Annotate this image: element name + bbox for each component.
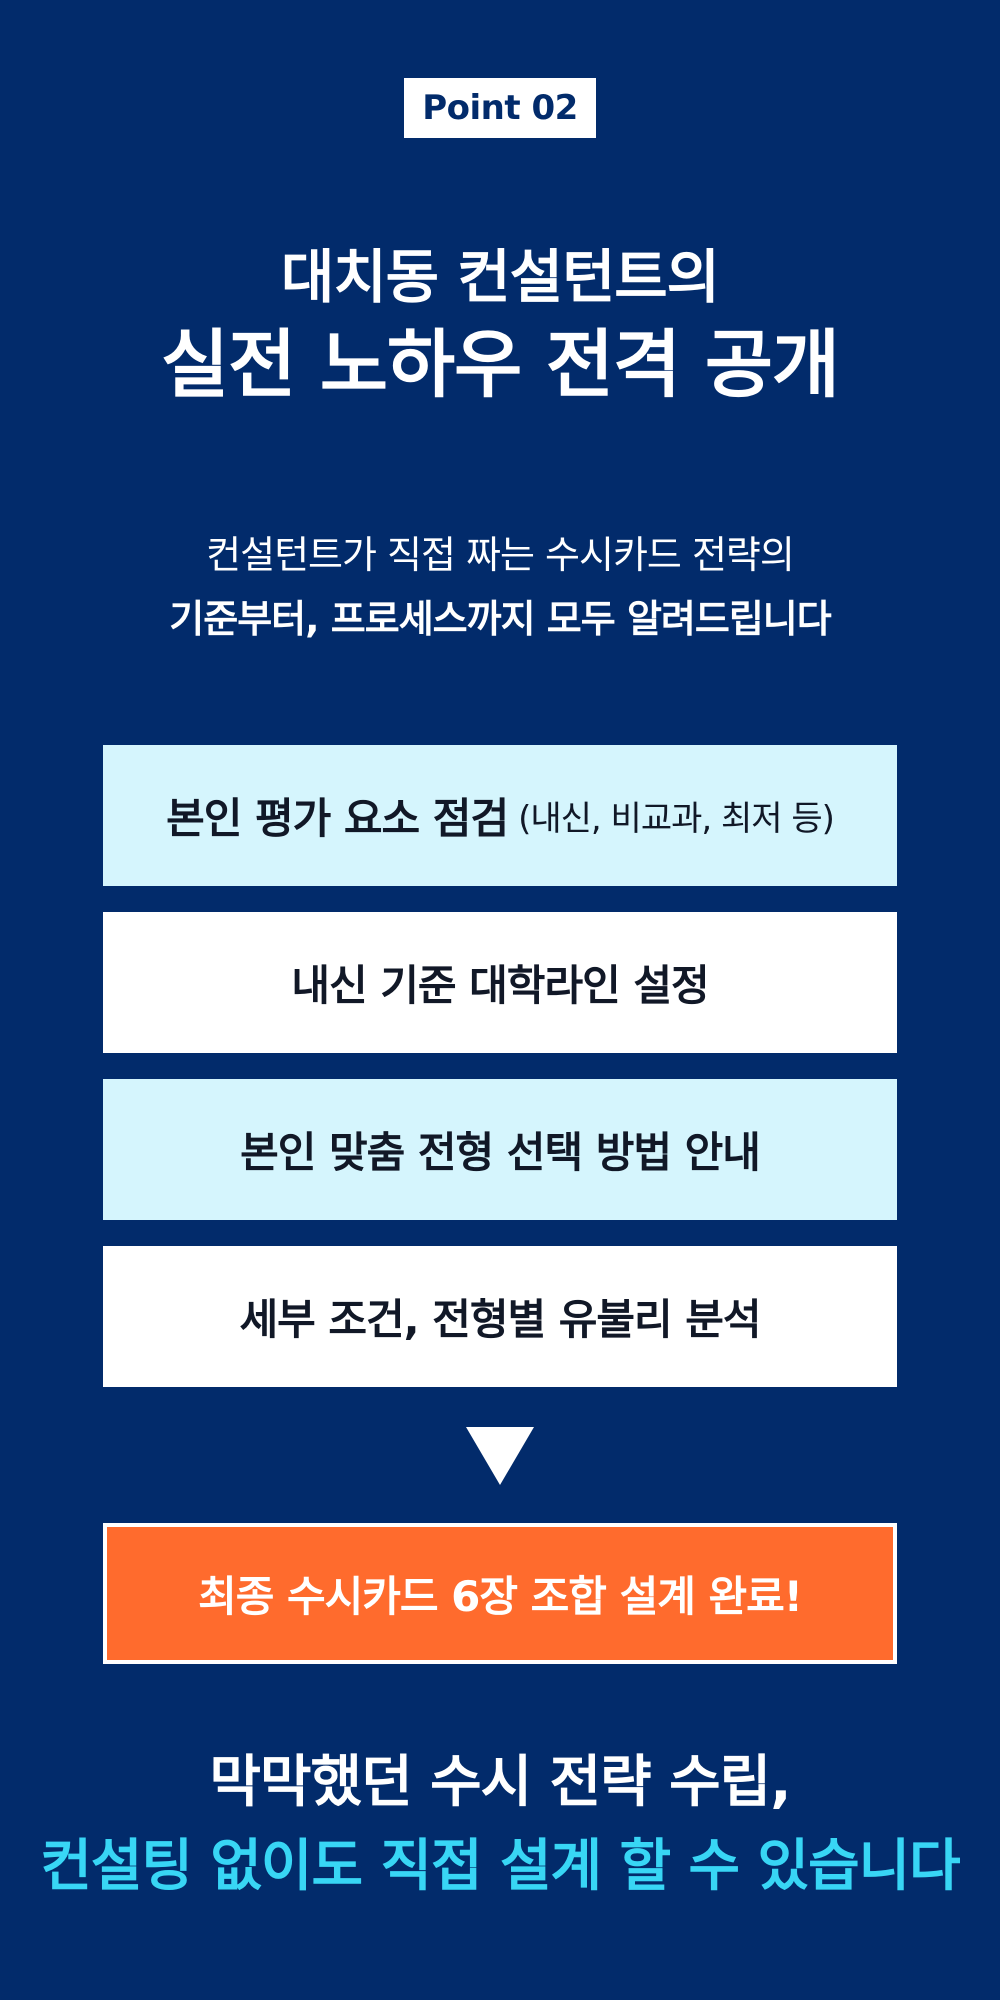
step-1-label: 본인 평가 요소 점검	[166, 794, 509, 843]
point-badge: Point 02	[404, 78, 596, 138]
step-1-box: 본인 평가 요소 점검 (내신, 비교과, 최저 등)	[103, 745, 897, 886]
closing-line-1: 막막했던 수시 전략 수립,	[209, 1750, 792, 1815]
step-4-box: 세부 조건, 전형별 유불리 분석	[103, 1246, 897, 1387]
subtitle-line-1: 컨설턴트가 직접 짜는 수시카드 전략의	[206, 533, 795, 577]
step-2-label: 내신 기준 대학라인 설정	[291, 961, 709, 1010]
step-3-label: 본인 맞춤 전형 선택 방법 안내	[240, 1128, 761, 1177]
final-step-box: 최종 수시카드 6장 조합 설계 완료!	[103, 1523, 897, 1664]
step-3-box: 본인 맞춤 전형 선택 방법 안내	[103, 1079, 897, 1220]
closing-line-2: 컨설팅 없이도 직접 설계 할 수 있습니다	[40, 1834, 960, 1899]
down-triangle-icon	[466, 1427, 534, 1485]
final-step-label: 최종 수시카드 6장 조합 설계 완료!	[198, 1572, 803, 1621]
step-2-box: 내신 기준 대학라인 설정	[103, 912, 897, 1053]
subtitle-line-2: 기준부터, 프로세스까지 모두 알려드립니다	[169, 597, 831, 641]
step-4-label: 세부 조건, 전형별 유불리 분석	[239, 1295, 761, 1344]
title-line-2: 실전 노하우 전격 공개	[160, 322, 840, 408]
title-line-1: 대치동 컨설턴트의	[280, 243, 720, 311]
step-1-note: (내신, 비교과, 최저 등)	[518, 799, 835, 839]
